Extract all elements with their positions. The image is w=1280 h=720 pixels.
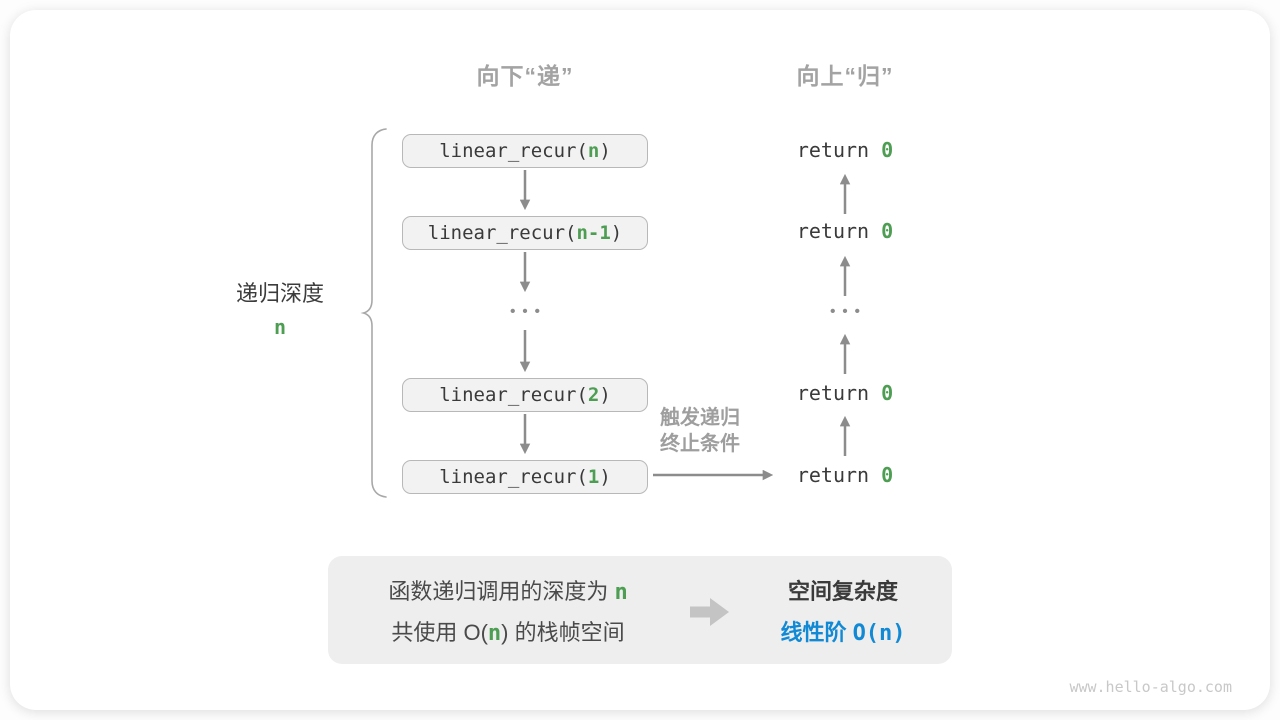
code-text: ) (599, 140, 611, 162)
summary-right-text: 空间复杂度 线性阶 O(n) (728, 556, 958, 664)
code-text: linear_recur( (439, 140, 588, 162)
trigger-note-line2: 终止条件 (660, 433, 740, 455)
trigger-note-line1: 触发递归 (660, 407, 740, 429)
summary-text: ) 的栈帧空间 (501, 619, 625, 645)
call-arg: n-1 (576, 222, 611, 244)
code-text: ) (610, 222, 623, 244)
watermark: www.hello-algo.com (1069, 678, 1232, 696)
summary-depth-line: 函数递归调用的深度为 n (333, 574, 683, 606)
summary-text: 共使用 O( (391, 619, 488, 645)
return-label-3: return 0 (745, 380, 945, 406)
code-text: return (796, 219, 882, 243)
code-text: return (796, 138, 882, 162)
call-ellipsis: ••• (510, 303, 547, 320)
return-value: 0 (881, 381, 894, 405)
summary-result-title: 空间复杂度 (787, 578, 898, 604)
code-text: ) (599, 384, 611, 406)
return-label-1: return 0 (745, 137, 945, 163)
complexity-value: O(n) (852, 620, 906, 646)
code-text: return (796, 381, 882, 405)
call-box-1: linear_recur(1) (402, 460, 648, 494)
call-arg: n (587, 140, 600, 162)
call-box-2: linear_recur(2) (402, 378, 648, 412)
trigger-note: 触发递归 终止条件 (630, 405, 770, 457)
return-value: 0 (881, 138, 894, 162)
summary-space-line: 共使用 O(n) 的栈帧空间 (333, 615, 683, 647)
summary-result-line: 线性阶 O(n) (728, 615, 958, 647)
return-value: 0 (881, 463, 894, 487)
call-box-n: linear_recur(n) (402, 134, 648, 168)
code-text: return (796, 463, 882, 487)
depth-value: n (273, 315, 287, 339)
call-arg: 1 (587, 466, 600, 488)
return-ellipsis: ••• (830, 303, 867, 320)
code-text: ) (599, 466, 611, 488)
return-value: 0 (881, 219, 894, 243)
code-text: linear_recur( (439, 384, 588, 406)
highlight-n: n (614, 579, 628, 605)
return-label-4: return 0 (745, 462, 945, 488)
header-ascend: 向上“归” (796, 63, 894, 89)
call-arg: 2 (587, 384, 600, 406)
summary-left-text: 函数递归调用的深度为 n 共使用 O(n) 的栈帧空间 (333, 556, 683, 664)
call-box-n-1: linear_recur(n-1) (402, 216, 648, 250)
depth-label: 递归深度 (235, 281, 324, 306)
return-label-2: return 0 (745, 218, 945, 244)
implies-arrow-icon (690, 598, 729, 626)
code-text: linear_recur( (439, 466, 588, 488)
highlight-n: n (487, 620, 502, 646)
summary-panel: 函数递归调用的深度为 n 共使用 O(n) 的栈帧空间 空间复杂度 线性阶 O(… (328, 556, 952, 664)
code-text: linear_recur( (427, 222, 577, 244)
depth-annotation: 递归深度 n (212, 281, 348, 339)
summary-text: 线性阶 (780, 619, 853, 645)
header-descend: 向下“递” (476, 63, 574, 89)
summary-text: 函数递归调用的深度为 (388, 578, 615, 604)
